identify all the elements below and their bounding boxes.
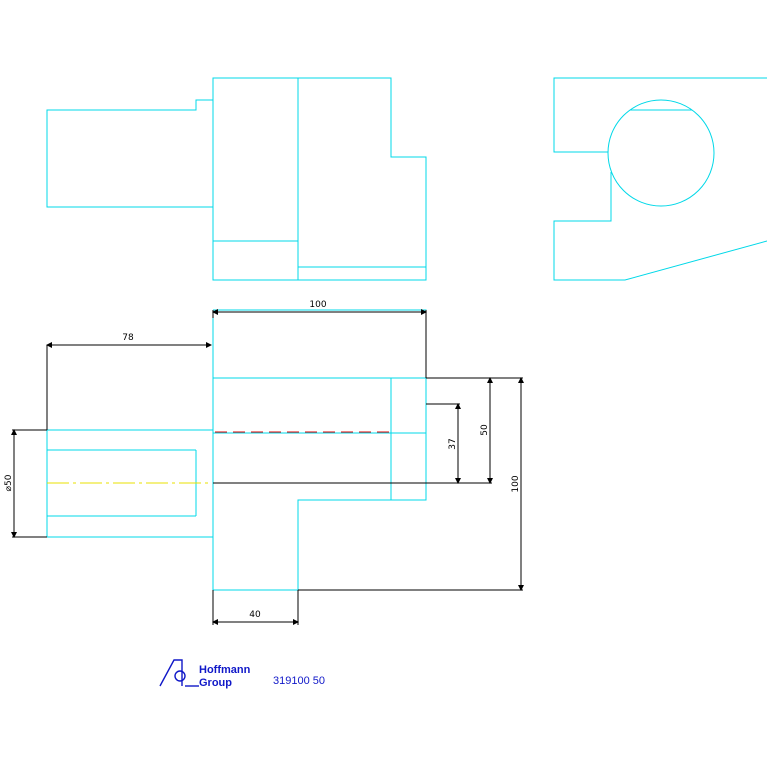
side-view <box>553 77 767 281</box>
logo-line-2: Group <box>199 677 232 689</box>
top-view <box>46 77 427 281</box>
dim-diameter-50: ⌀50 <box>4 474 14 491</box>
part-number: 319100 50 <box>273 675 325 687</box>
dim-100-vertical: 100 <box>511 475 521 492</box>
dim-78: 78 <box>122 333 134 343</box>
dimensions: 100 78 37 50 100 ⌀50 40 <box>4 300 524 625</box>
front-view <box>46 309 427 591</box>
logo-line-1: Hoffmann <box>199 664 251 676</box>
hoffmann-group-logo: Hoffmann Group <box>159 659 251 689</box>
dim-50: 50 <box>480 424 490 436</box>
dim-40: 40 <box>249 610 261 620</box>
dim-37: 37 <box>448 438 458 449</box>
logo-icon <box>159 659 199 687</box>
dim-100-top: 100 <box>309 300 326 310</box>
